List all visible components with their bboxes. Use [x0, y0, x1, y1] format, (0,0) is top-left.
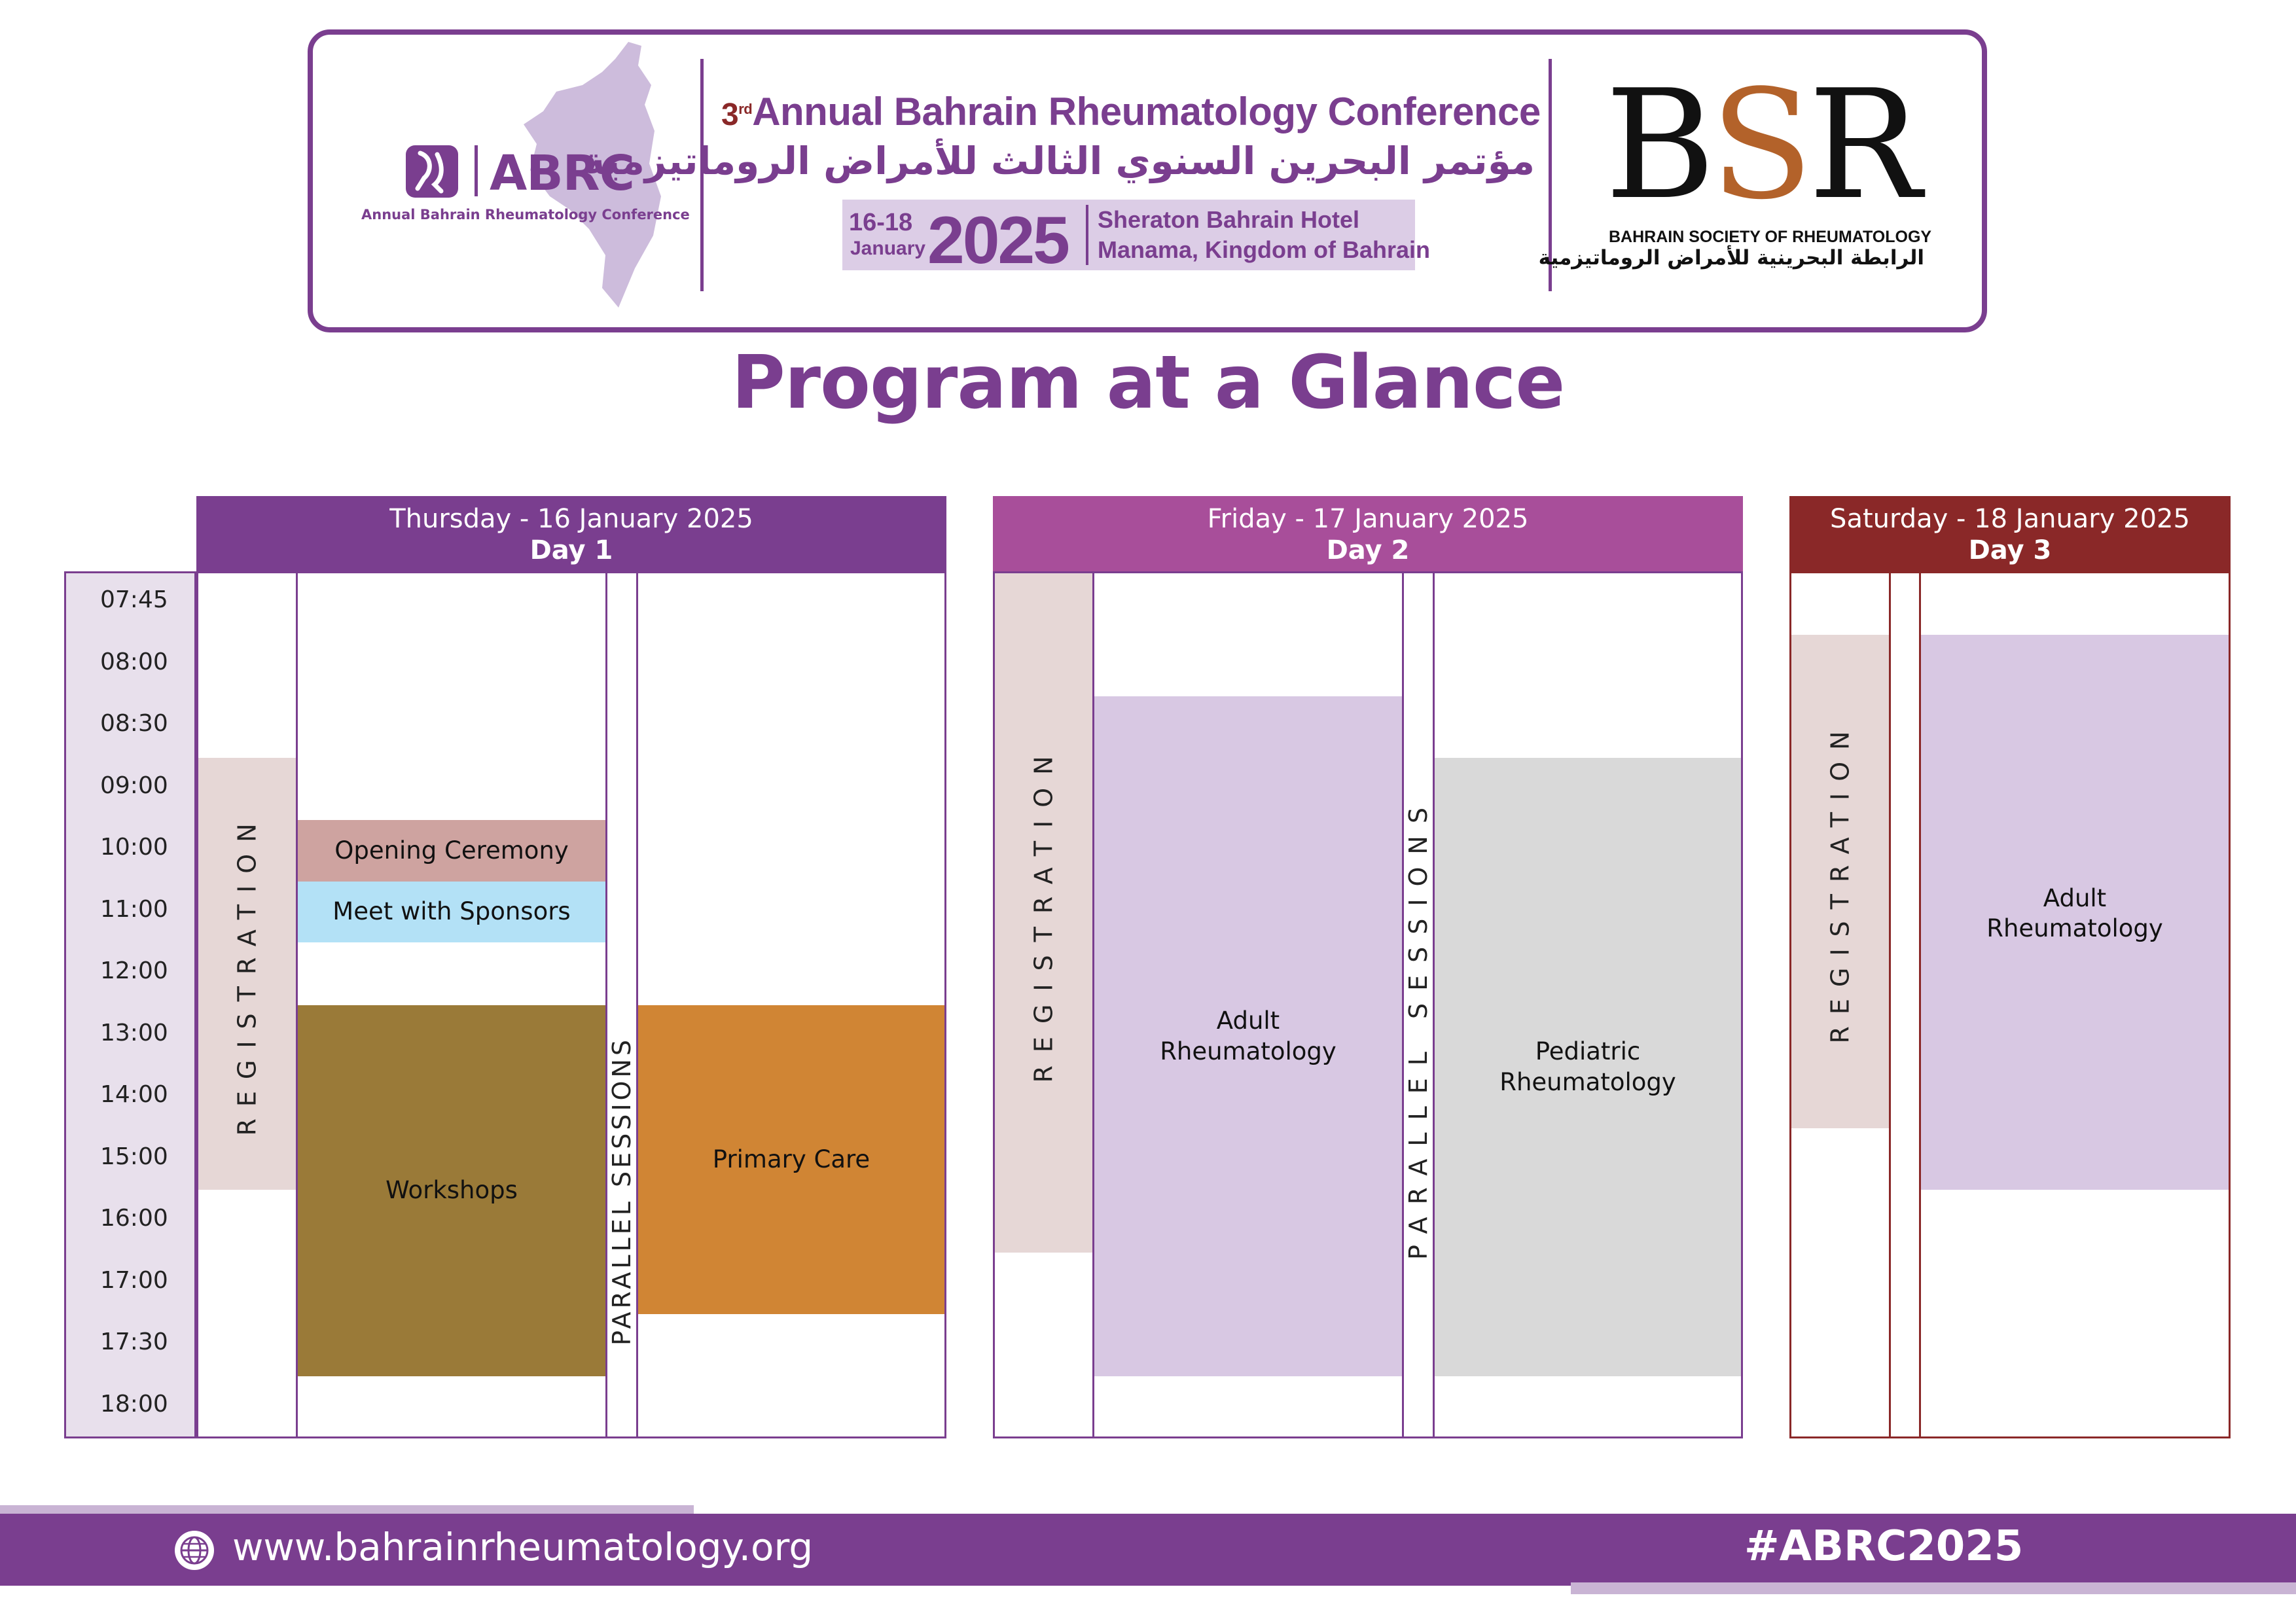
day-3-header: Saturday - 18 January 2025 Day 3 — [1789, 496, 2231, 571]
bsr-name-english: BAHRAIN SOCIETY OF RHEUMATOLOGY — [1609, 228, 1932, 246]
time-label: 09:00 — [100, 772, 168, 799]
day-1-divider — [296, 571, 298, 1438]
footer-band — [0, 1514, 2296, 1586]
time-label: 17:30 — [100, 1329, 168, 1355]
abrc-logo-text: ABRC — [490, 145, 635, 202]
day-3-registration-label: REGISTRATION — [1825, 719, 1855, 1044]
bsr-name-arabic: الرابطة البحرينية للأمراض الروماتيزمية — [1538, 246, 1924, 270]
day-2-registration-label: REGISTRATION — [1029, 743, 1058, 1083]
bsr-logo-mark: BSR — [1605, 58, 1922, 233]
footer-accent-stripe — [1571, 1582, 2296, 1594]
day-1-registration-block — [198, 758, 296, 1190]
day-2-label: Day 2 — [1326, 535, 1410, 565]
workshops-block: Workshops — [298, 1005, 605, 1376]
date-year: 2025 — [927, 203, 1070, 277]
time-label: 10:00 — [100, 834, 168, 861]
day-3-registration-block — [1791, 635, 1889, 1128]
time-column: 07:45 08:00 08:30 09:00 10:00 11:00 12:0… — [64, 571, 196, 1438]
day-1-divider — [636, 571, 638, 1438]
day-2-parallel-sessions-label: PARALLEL SESSIONS — [1404, 795, 1433, 1260]
day-1-registration-label: REGISTRATION — [232, 812, 262, 1136]
opening-ceremony-block: Opening Ceremony — [298, 820, 605, 882]
day-1-divider — [605, 571, 607, 1438]
time-label: 15:00 — [100, 1143, 168, 1170]
time-label: 18:00 — [100, 1391, 168, 1418]
day-2-divider — [1092, 571, 1094, 1438]
time-label: 08:00 — [100, 649, 168, 675]
day-2-registration-block — [995, 573, 1092, 1253]
time-label: 12:00 — [100, 957, 168, 984]
bahrain-map-icon — [524, 42, 661, 308]
time-label: 16:00 — [100, 1205, 168, 1232]
day-3-divider — [1889, 571, 1891, 1438]
day-1-label: Day 1 — [529, 535, 613, 565]
day-2-adult-rheumatology-block: Adult Rheumatology — [1094, 696, 1402, 1376]
pediatric-rheumatology-block: Pediatric Rheumatology — [1435, 758, 1741, 1376]
day-2-divider — [1433, 571, 1435, 1438]
conference-title: 3rdAnnual Bahrain Rheumatology Conferenc… — [721, 90, 1541, 134]
day-2-header: Friday - 17 January 2025 Day 2 — [993, 496, 1743, 571]
day-3-label: Day 3 — [1968, 535, 2052, 565]
venue-line-1: Sheraton Bahrain Hotel — [1098, 206, 1360, 233]
day-2-date: Friday - 17 January 2025 — [1207, 504, 1529, 534]
day-3-date: Saturday - 18 January 2025 — [1830, 504, 2190, 534]
globe-icon — [175, 1531, 214, 1570]
time-label: 17:00 — [100, 1267, 168, 1294]
time-label: 14:00 — [100, 1081, 168, 1108]
time-label: 13:00 — [100, 1020, 168, 1046]
meet-sponsors-block: Meet with Sponsors — [298, 882, 605, 942]
time-label: 07:45 — [100, 586, 168, 613]
day-1-parallel-sessions-label: PARALLEL SESSIONS — [607, 1037, 637, 1346]
footer-website-link[interactable]: www.bahrainrheumatology.org — [232, 1525, 814, 1569]
day-2-divider — [1402, 571, 1404, 1438]
footer-hashtag: #ABRC2025 — [1744, 1522, 2024, 1571]
day-1-date: Thursday - 16 January 2025 — [389, 504, 753, 534]
abrc-logo-divider — [475, 145, 478, 196]
time-label: 08:30 — [100, 710, 168, 737]
header-divider-left — [700, 59, 704, 291]
conference-title-arabic: مؤتمر البحرين السنوي الثالث للأمراض الرو… — [583, 139, 1535, 183]
page-title: Program at a Glance — [731, 340, 1566, 425]
day-3-divider — [1919, 571, 1921, 1438]
primary-care-block: Primary Care — [638, 1005, 944, 1314]
date-divider — [1086, 205, 1088, 265]
day-1-header: Thursday - 16 January 2025 Day 1 — [196, 496, 946, 571]
day-3-adult-rheumatology-block: Adult Rheumatology — [1921, 635, 2229, 1190]
venue-line-2: Manama, Kingdom of Bahrain — [1098, 236, 1431, 263]
time-label: 11:00 — [100, 896, 168, 923]
abrc-logo-icon — [406, 145, 458, 198]
date-month: January — [850, 238, 926, 259]
abrc-subtitle: Annual Bahrain Rheumatology Conference — [361, 207, 690, 223]
header-divider-right — [1549, 59, 1552, 291]
date-venue-banner: 16-18 January 2025 Sheraton Bahrain Hote… — [842, 200, 1430, 277]
date-days: 16-18 — [849, 209, 913, 236]
